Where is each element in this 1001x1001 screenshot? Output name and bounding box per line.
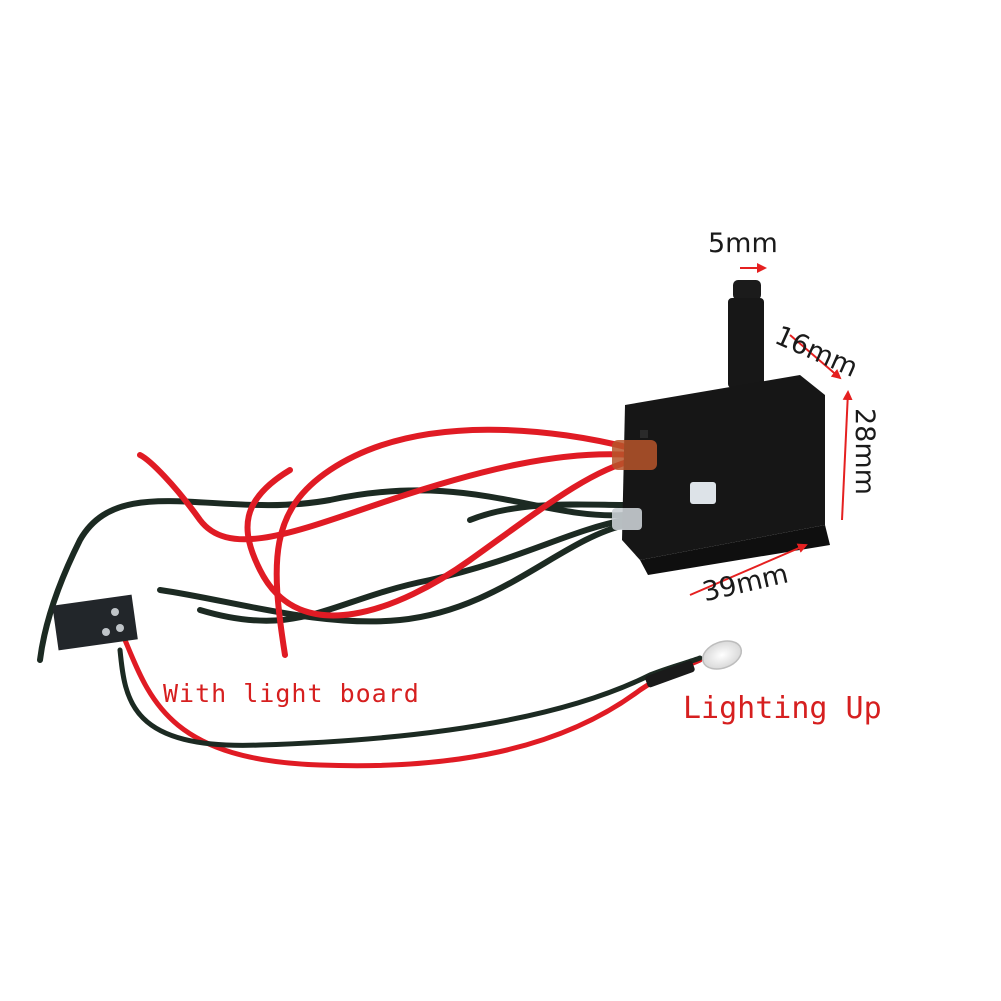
light-board (52, 594, 138, 651)
callout-lighting-up: Lighting Up (683, 691, 882, 726)
dimension-height-label: 28mm (849, 408, 880, 495)
rotary-switch-body (612, 280, 830, 575)
led-bulb (645, 640, 743, 688)
callout-light-board: With light board (163, 679, 420, 708)
black-wires (37, 487, 633, 663)
red-wires (137, 426, 638, 658)
dimension-shaft-label: 5mm (708, 228, 778, 259)
dimension-arrows (689, 263, 853, 596)
